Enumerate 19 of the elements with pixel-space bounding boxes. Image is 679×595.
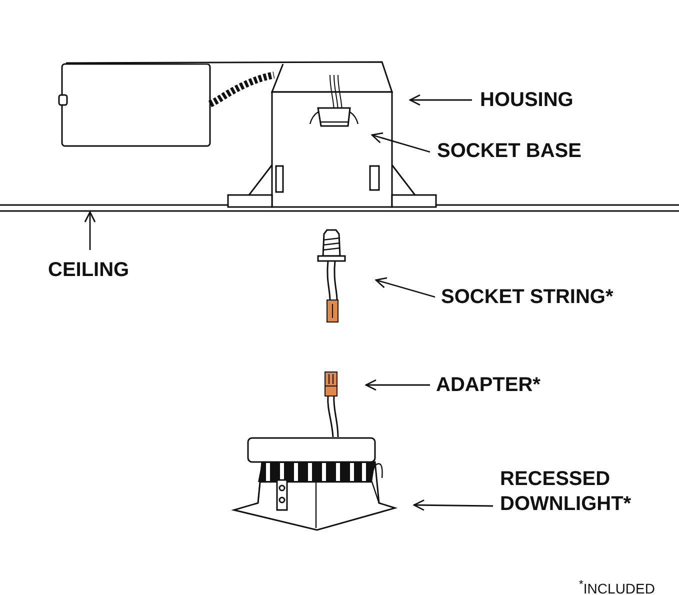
part-label: RECESSED DOWNLIGHT* (500, 467, 650, 517)
leader-arrow (409, 94, 472, 106)
leader-arrow (413, 499, 493, 511)
footnote: $^{*}$INCLUDED (578, 577, 655, 595)
leader-arrow (371, 132, 430, 153)
ceiling-drawing (0, 204, 679, 212)
socket-base-drawing (309, 107, 359, 127)
part-label: ADAPTER* (436, 373, 636, 398)
part-label: CEILING (48, 258, 168, 283)
leader-arrow (84, 211, 96, 250)
leader-arrow (365, 379, 430, 391)
leader-arrow (375, 277, 436, 298)
housing-drawing (58, 61, 437, 208)
downlight-drawing (231, 437, 398, 531)
part-label: SOCKET STRING* (441, 285, 661, 310)
adapter-drawing (324, 372, 339, 438)
part-label: SOCKET BASE (437, 139, 637, 164)
part-label: HOUSING (480, 88, 679, 113)
socket-string-drawing (317, 229, 346, 322)
